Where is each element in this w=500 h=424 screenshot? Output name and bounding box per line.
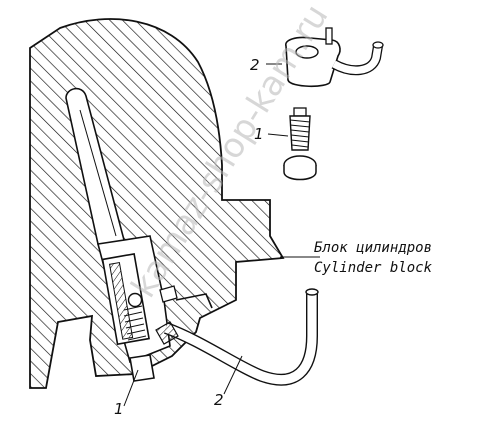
inset-part-1-nozzle <box>283 107 317 181</box>
callout-main-2: 2 <box>214 391 224 409</box>
nozzle-thread <box>289 119 311 148</box>
leader-lines <box>123 63 320 407</box>
oil-tube <box>155 288 319 386</box>
caption-en: Cylinder block <box>314 260 433 276</box>
valve-spring <box>123 305 147 341</box>
caption-ru: Блок цилиндров <box>314 240 432 256</box>
nozzle-valve-assembly <box>101 252 213 382</box>
cylinder-block-section <box>29 18 285 389</box>
inset-part-2-bracket <box>285 27 384 88</box>
callout-main-1: 1 <box>114 400 124 418</box>
callout-inset-1: 1 <box>254 125 264 143</box>
ball-valve <box>127 292 143 308</box>
callout-inset-2: 2 <box>250 56 260 74</box>
